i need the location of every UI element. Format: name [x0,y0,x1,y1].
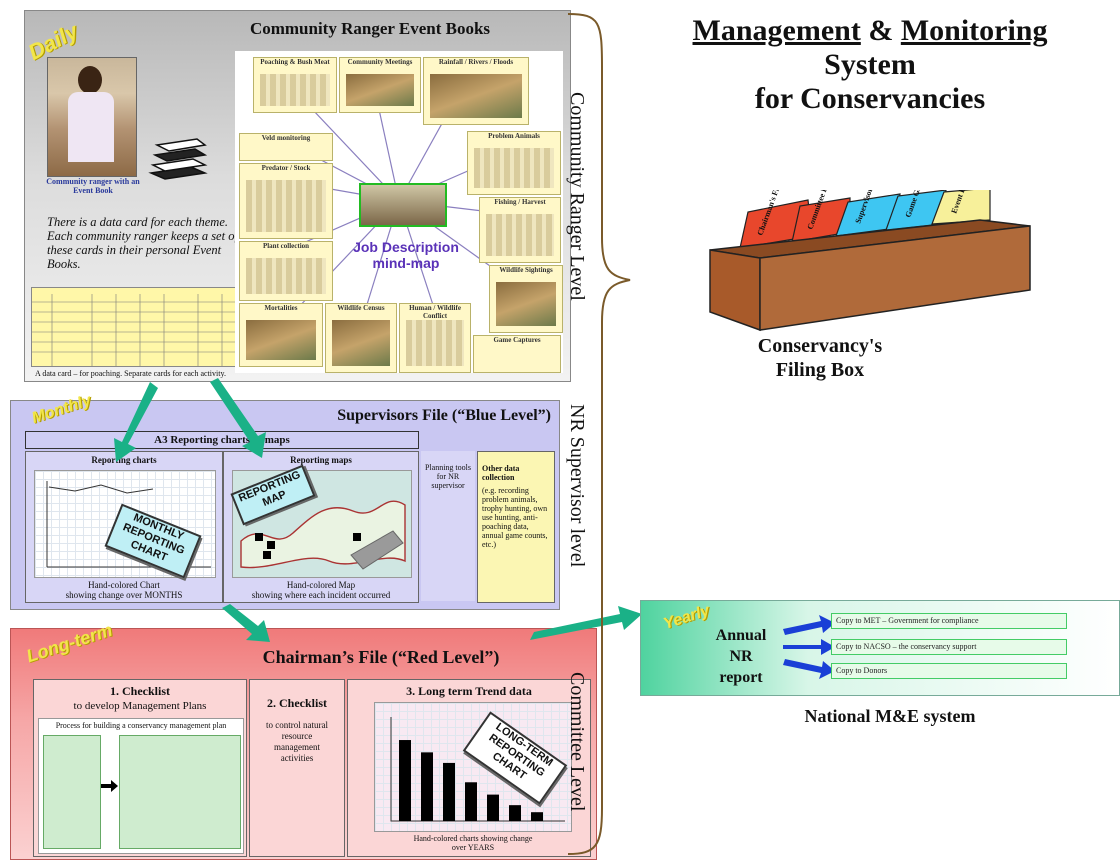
committee-level-label: Committee Level [566,672,588,812]
supervisor-panel: Monthly Supervisors File (“Blue Level”) … [10,392,560,610]
process-steps-list [43,735,101,849]
filing-box-label: Conservancy's Filing Box [720,334,920,382]
reporting-charts-panel: Reporting charts MONTHLY REPORTING CHART… [25,451,223,603]
a3-header: A3 Reporting charts & maps [25,431,419,449]
incident-map [232,470,412,578]
blue-arrow-icon [783,639,835,655]
mindmap-center-photo [359,183,447,227]
mindmap-card: Community Meetings [339,57,421,113]
ranger-photo [47,57,137,177]
charts-header: Reporting charts [91,455,157,465]
mindmap-card: Problem Animals [467,131,561,195]
title-system: System [824,48,916,81]
nr-supervisor-level-label: NR Supervisor level [566,404,588,568]
filing-box-label-line2: Filing Box [775,359,865,381]
main-title: Management & Monitoring System for Conse… [620,14,1120,116]
incident-map-drawing [240,500,406,570]
blue-arrows [783,615,835,679]
mindmap-center-label: Job Description mind-map [353,239,459,271]
national-panel: Yearly Annual NR report Copy to MET – Go… [640,600,1120,696]
mindmap-card: Veld monitoring [239,133,333,161]
mindmap-card: Predator / Stock [239,163,333,239]
checklist1-panel: 1. Checklist to develop Management Plans… [33,679,247,857]
file-supervisor [835,193,901,237]
other-data-body: (e.g. recording problem animals, trophy … [482,486,548,549]
ranger-panel-heading: Community Ranger Event Books [249,19,491,38]
copy-met-box: Copy to MET – Government for compliance [831,613,1067,629]
mindmap-card: Fishing / Harvest [479,197,561,263]
copy-nacso-box: Copy to NACSO – the conservancy support [831,639,1067,655]
annual-report-label: Annual NR report [681,625,801,688]
other-data-panel: Other data collection (e.g. recording pr… [477,451,555,603]
arrow-right-icon [101,780,118,792]
planning-tools-panel: Planning tools for NR supervisor [421,451,475,601]
chart-caption: Hand-colored Chart showing change over M… [65,580,183,600]
level-brace [567,13,631,855]
process-doc-title: Process for building a conservancy manag… [55,721,227,730]
box-front [759,225,1031,331]
title-management: Management [692,14,861,47]
trend-bar [399,740,411,821]
books-icon [148,138,208,180]
other-data-title: Other data collection [482,464,520,482]
checklist2-title: 2. Checklist [267,696,327,710]
process-steps-detail [119,735,241,849]
mindmap-card: Rainfall / Rivers / Floods [423,57,529,125]
filing-box: Chairman's File Committee Plan File Supe… [709,190,1031,332]
checklist2-body: to control natural resource management a… [266,720,328,763]
file-committee [791,197,851,243]
trend-title: 3. Long term Trend data [406,684,532,698]
checklist1-subtitle: to develop Management Plans [73,700,207,712]
mindmap-card: Human / Wildlife Conflict [399,303,471,373]
data-card-caption: A data card – for poaching. Separate car… [35,369,226,378]
ranger-panel: Daily Community Ranger Event Books Commu… [24,10,571,382]
mindmap-card: Plant collection [239,241,333,301]
title-ampersand: & [868,14,894,47]
planning-tools-label: Planning tools for NR supervisor [424,463,471,490]
data-card [31,287,251,367]
trend-bar [531,812,543,821]
trend-bar [421,752,433,821]
management-plan-document: Process for building a conservancy manag… [38,718,244,854]
mindmap-card: Poaching & Bush Meat [253,57,337,113]
trend-panel: 3. Long term Trend data LONG-TERM REPORT… [347,679,591,857]
trend-chart-bars [390,717,565,822]
annual-report-line1: Annual [715,627,767,644]
community-ranger-level-label: Community Ranger Level [566,92,588,301]
chairman-panel: Long-term Chairman’s File (“Red Level”) … [10,620,597,860]
maps-header: Reporting maps [290,455,352,465]
long-term-badge: Long-term [23,619,115,667]
ranger-description: There is a data card for each theme. Eac… [47,215,238,271]
trend-bar [509,805,521,821]
mindmap-card: Wildlife Census [325,303,397,373]
mindmap: Job Description mind-map Poaching & Bush… [235,51,563,373]
map-caption: Hand-colored Map showing where each inci… [251,580,391,600]
filing-box-label-line1: Conservancy's [757,335,883,357]
mindmap-card: Game Captures [473,335,561,373]
title-conservancies: for Conservancies [754,82,986,115]
monthly-badge: Monthly [29,391,94,428]
box-left [709,249,761,332]
trend-bar [443,762,455,821]
checklist2-panel: 2. Checklist to control natural resource… [249,679,345,857]
trend-bar [465,782,477,821]
mindmap-card: Wildlife Sightings [489,265,563,333]
checklist1-title: 1. Checklist [110,684,170,698]
chairman-heading: Chairman’s File (“Red Level”) [262,647,500,667]
ranger-photo-caption: Community ranger with an Event Book [46,177,140,195]
trend-bar [487,794,499,821]
title-monitoring: Monitoring [900,14,1048,47]
national-me-label: National M&E system [804,706,976,726]
trend-axis [390,717,565,822]
blue-arrow-icon [783,659,835,679]
annual-report-line3: report [719,669,763,686]
annual-report-line2: NR [729,648,753,665]
mindmap-card: Mortalities [239,303,323,367]
blue-arrow-icon [783,615,835,635]
reporting-maps-panel: Reporting maps REPORTING MAP Hand-colore… [223,451,419,603]
trend-caption: Hand-colored charts showing change over … [413,834,533,852]
supervisor-heading: Supervisors File (“Blue Level”) [337,407,551,424]
copy-donors-box: Copy to Donors [831,663,1067,679]
data-card-grid [32,294,250,366]
